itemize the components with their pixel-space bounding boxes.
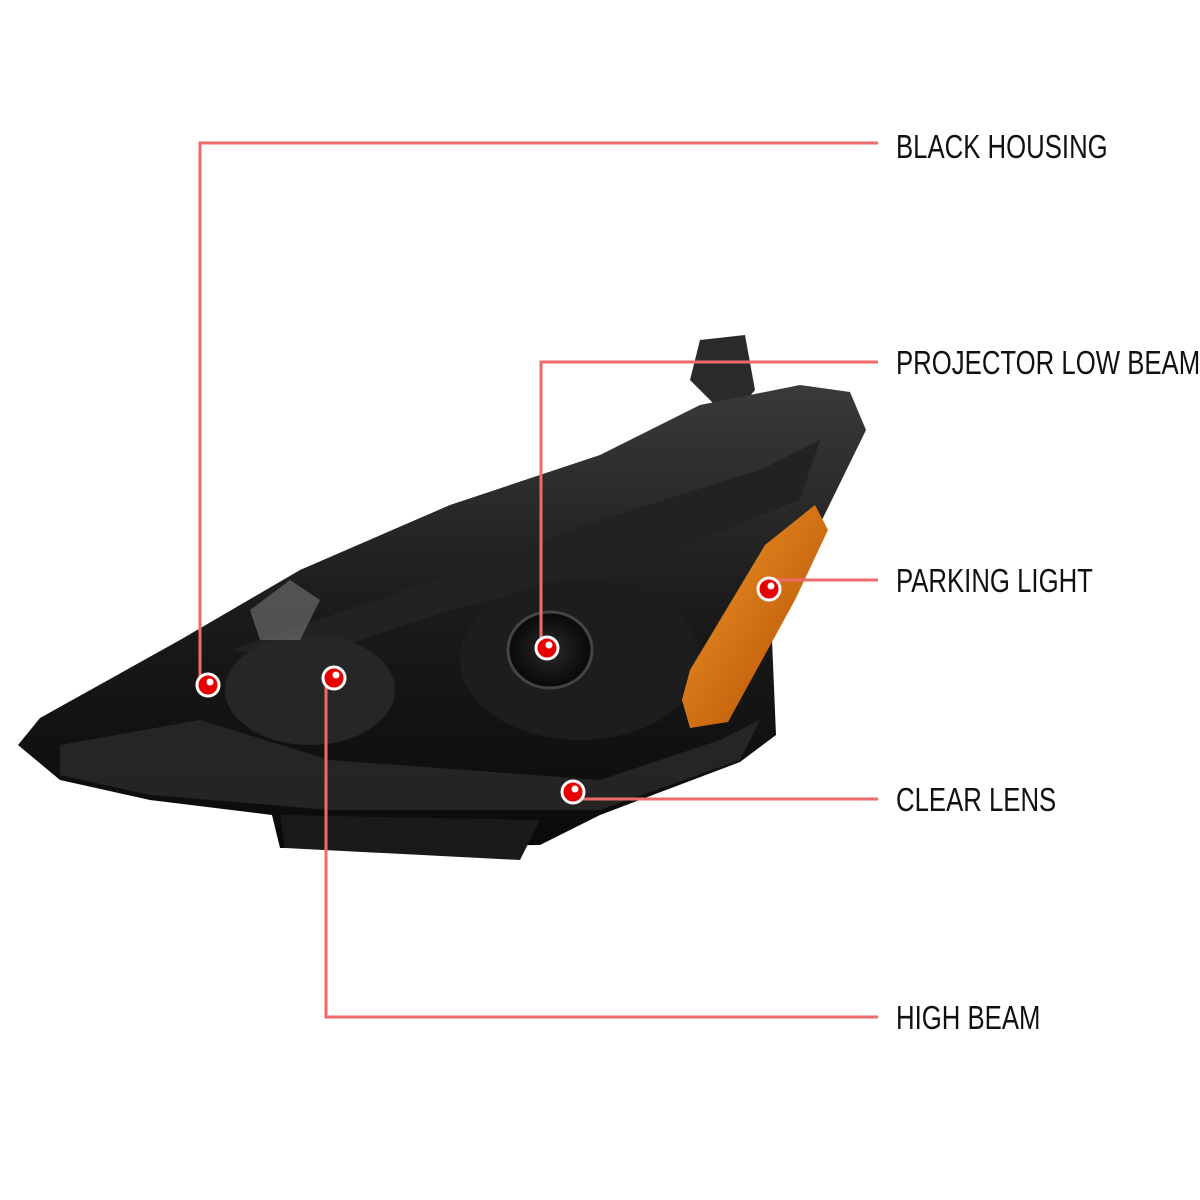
lower-bracket bbox=[280, 815, 540, 860]
upper-bezel bbox=[230, 440, 820, 660]
callout-label-high-beam: HIGH BEAM bbox=[896, 999, 1041, 1036]
high-beam-line bbox=[324, 678, 878, 1019]
projector-low-beam-line bbox=[539, 360, 878, 648]
headlight-image bbox=[18, 335, 866, 860]
callout-lines bbox=[198, 141, 878, 1019]
callout-label-clear-lens: CLEAR LENS bbox=[896, 781, 1057, 818]
parking-light-dot bbox=[756, 576, 782, 602]
parking-light-amber bbox=[682, 505, 828, 728]
clear-lens-dot bbox=[560, 779, 586, 805]
high-beam-reflector bbox=[225, 635, 395, 745]
lens-lower bbox=[60, 720, 760, 810]
projector-low-beam-dot bbox=[534, 635, 560, 661]
callout-label-projector-low-beam: PROJECTOR LOW BEAM bbox=[896, 344, 1200, 381]
high-beam-chrome bbox=[250, 580, 320, 640]
callout-label-parking-light: PARKING LIGHT bbox=[896, 562, 1093, 599]
callout-dots bbox=[195, 576, 782, 805]
black-housing-line bbox=[198, 141, 878, 685]
high-beam-dot bbox=[321, 665, 347, 691]
callout-label-black-housing: BLACK HOUSING bbox=[896, 128, 1108, 165]
black-housing-dot bbox=[195, 672, 221, 698]
